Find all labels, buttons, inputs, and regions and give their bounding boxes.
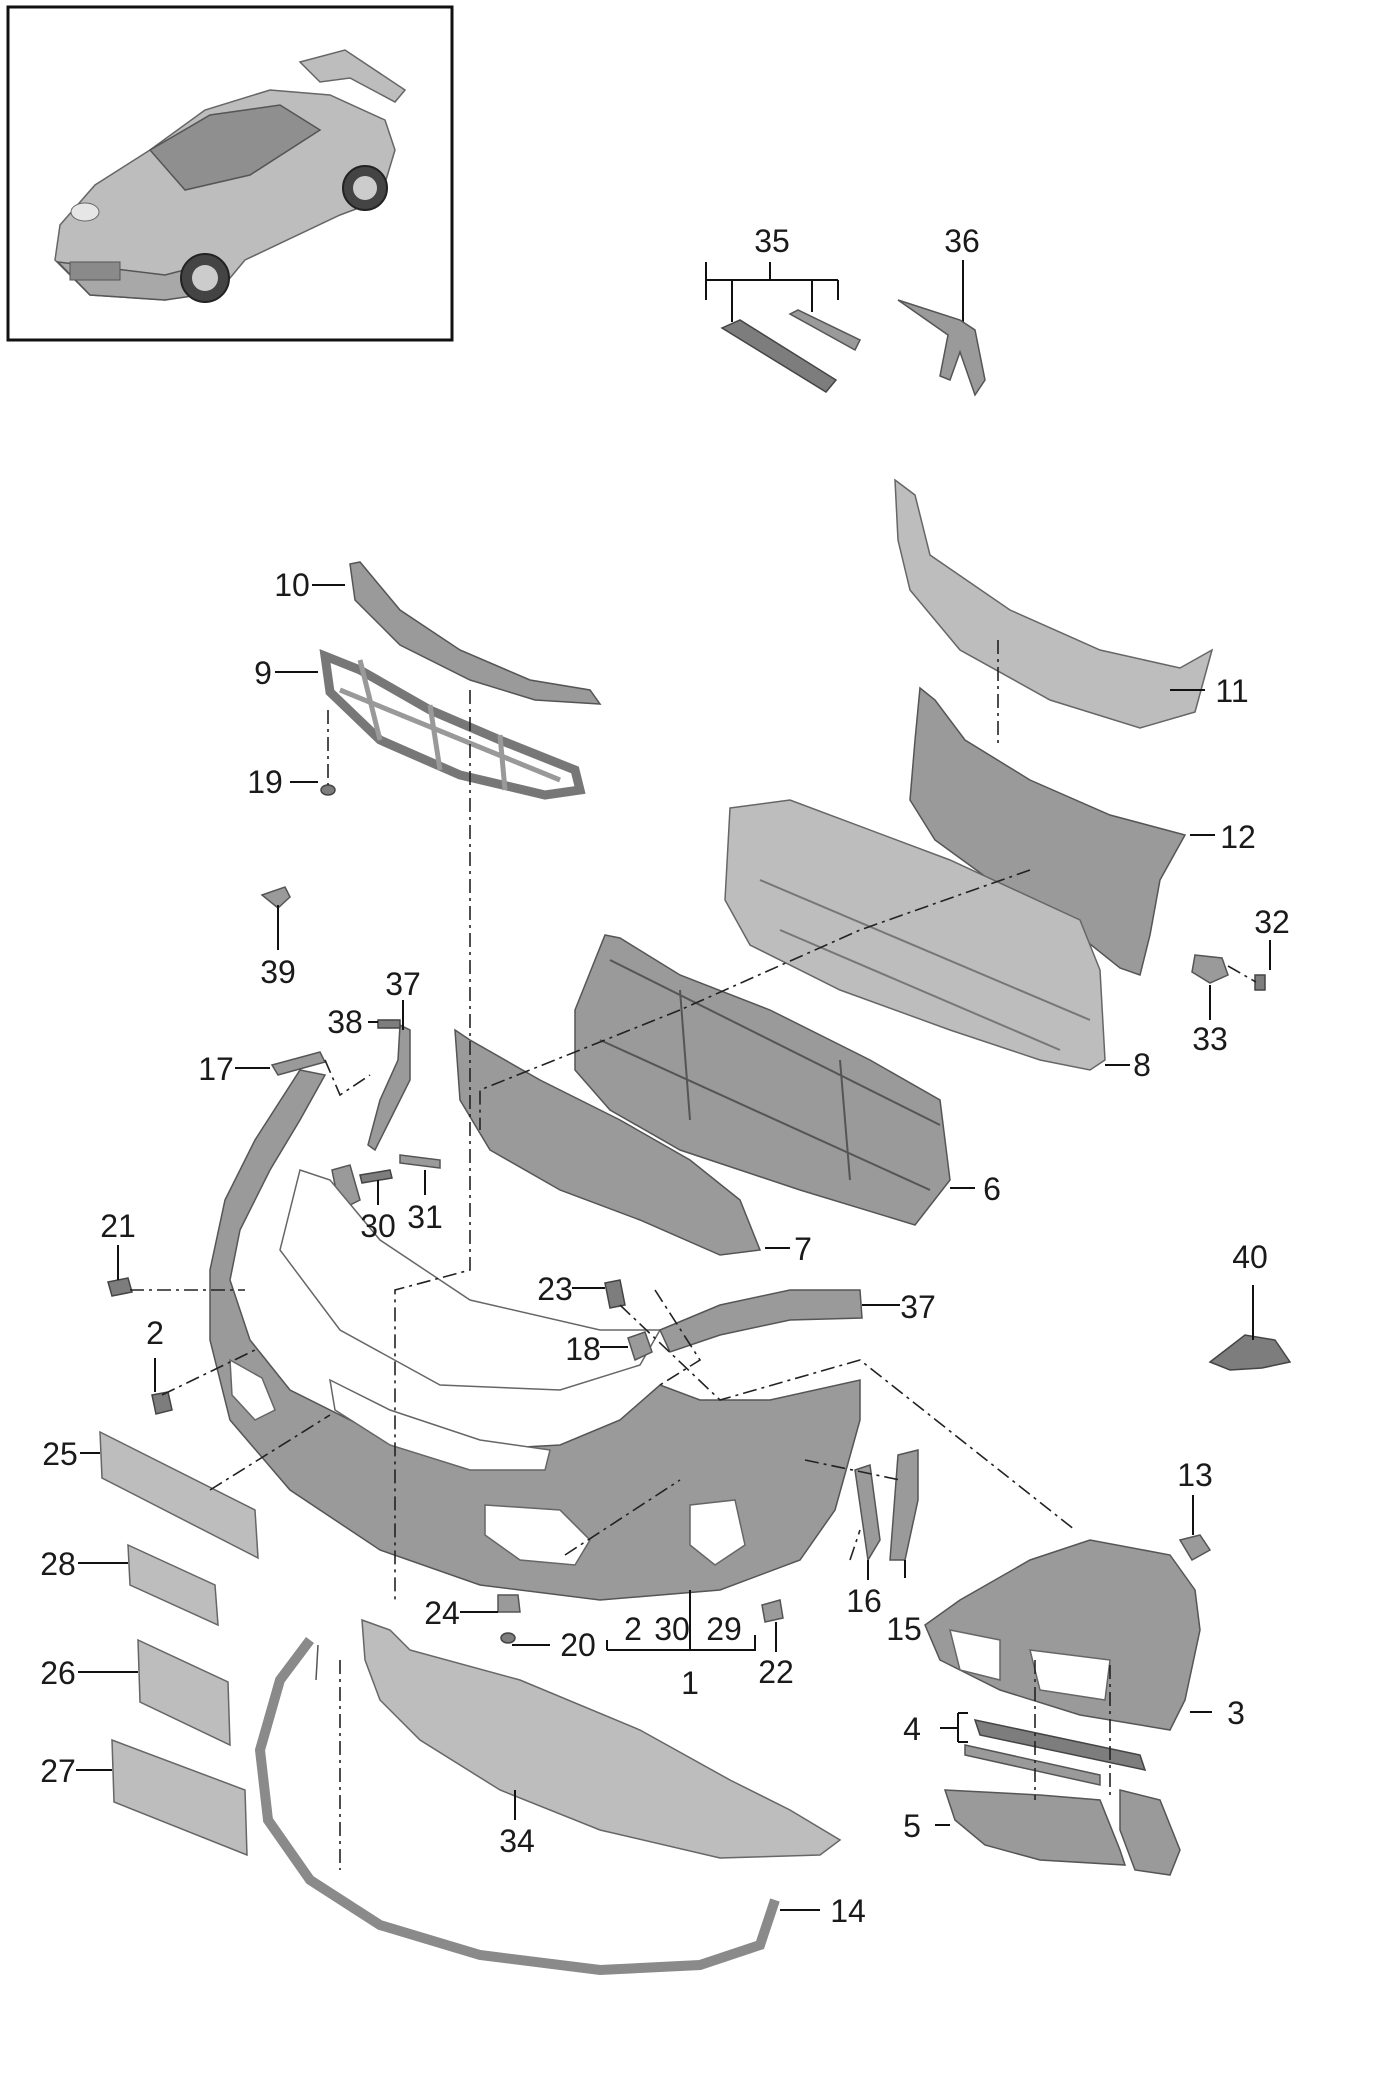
callout-22: 22 — [758, 1654, 794, 1690]
part-23-clip — [604, 1279, 626, 1309]
callout-27: 27 — [40, 1753, 76, 1789]
callout-labels: 35 36 10 11 9 12 19 32 39 33 37 38 8 17 … — [40, 223, 1290, 1929]
car-thumbnail — [6, 5, 454, 342]
tool-kit-35 — [705, 260, 986, 397]
callout-10: 10 — [274, 567, 310, 603]
callout-23: 23 — [537, 1271, 573, 1307]
part-15-strip — [889, 1449, 919, 1561]
callout-9: 9 — [254, 655, 272, 691]
callout-2-lower: 2 — [624, 1611, 642, 1647]
callout-30-upper: 30 — [360, 1208, 396, 1244]
callout-34: 34 — [499, 1823, 535, 1859]
callout-26: 26 — [40, 1655, 76, 1691]
part-4-trim-strips — [973, 1718, 1147, 1772]
part-37-bracket-side — [658, 1289, 863, 1353]
callout-3: 3 — [1227, 1695, 1245, 1731]
part-24-nut — [497, 1594, 521, 1613]
callout-12: 12 — [1220, 819, 1256, 855]
part-9-grille-frame — [319, 648, 586, 800]
part-11-upper-trim — [894, 478, 1214, 729]
part-2-plug — [151, 1391, 173, 1415]
callout-15: 15 — [886, 1611, 922, 1647]
callout-5: 5 — [903, 1808, 921, 1844]
callout-2: 2 — [146, 1315, 164, 1351]
callout-24: 24 — [424, 1595, 460, 1631]
callout-36: 36 — [944, 223, 980, 259]
callout-13: 13 — [1177, 1457, 1213, 1493]
part-33-sleeve — [1191, 954, 1229, 984]
callout-37-upper: 37 — [385, 966, 421, 1002]
part-28-plate-bracket — [127, 1543, 219, 1627]
part-12-support — [909, 686, 1187, 976]
callout-40: 40 — [1232, 1239, 1268, 1275]
part-21-clip — [107, 1277, 133, 1297]
callout-6: 6 — [983, 1171, 1001, 1207]
callout-1: 1 — [681, 1665, 699, 1701]
callout-29: 29 — [706, 1611, 742, 1647]
callout-11: 11 — [1215, 673, 1248, 709]
part-30-bolt — [359, 1169, 393, 1184]
callout-28: 28 — [40, 1546, 76, 1582]
part-37-bracket-upper — [367, 1023, 411, 1152]
callout-18: 18 — [565, 1331, 601, 1367]
part-27-plate-bracket — [111, 1738, 248, 1857]
callout-38: 38 — [327, 1004, 363, 1040]
callout-7: 7 — [794, 1231, 812, 1267]
leader-lines — [76, 584, 1271, 1911]
callout-31: 31 — [407, 1199, 443, 1235]
part-31-bolt — [399, 1154, 441, 1169]
part-14-front-lip — [254, 1637, 780, 1976]
part-26-plate-bracket — [137, 1638, 231, 1747]
car-thumbnail-image — [54, 49, 407, 303]
callout-37-side: 37 — [900, 1289, 936, 1325]
callout-32: 32 — [1254, 904, 1290, 940]
part-3-side-air-duct — [924, 1539, 1201, 1731]
callout-39: 39 — [260, 954, 296, 990]
part-25-plate-bracket — [99, 1430, 259, 1560]
part-19-clip — [320, 784, 336, 796]
part-39-pin — [260, 886, 291, 909]
callout-17: 17 — [198, 1051, 234, 1087]
part-8-air-guide — [724, 799, 1106, 1071]
part-10-grille-mesh — [349, 561, 602, 705]
part-16-strip — [854, 1464, 881, 1563]
part-38-screw — [377, 1019, 401, 1029]
part-1-front-bumper — [209, 1069, 861, 1601]
part-18-nut — [627, 1331, 653, 1362]
part-32-screw — [1254, 974, 1266, 991]
callout-14: 14 — [830, 1893, 866, 1929]
callout-30-lower: 30 — [654, 1611, 690, 1647]
callout-8: 8 — [1133, 1047, 1151, 1083]
assembly-centerlines — [130, 640, 1111, 1870]
callout-16: 16 — [846, 1583, 882, 1619]
part-7-lower-grille — [454, 1028, 762, 1256]
callout-25: 25 — [42, 1436, 78, 1472]
callout-35: 35 — [754, 223, 790, 259]
part-13-nut — [1178, 1534, 1212, 1562]
part-6-duct-frame — [574, 934, 951, 1226]
part-40-bracket — [1208, 1334, 1292, 1371]
part-34-underbody-panel — [361, 1618, 842, 1859]
part-22-clip — [761, 1599, 784, 1623]
callout-4: 4 — [903, 1711, 921, 1747]
callout-21: 21 — [100, 1208, 136, 1244]
callout-33: 33 — [1192, 1021, 1228, 1057]
callout-20: 20 — [560, 1627, 596, 1663]
callout-19: 19 — [247, 764, 283, 800]
part-20-screw — [500, 1632, 516, 1644]
part-5-side-grille — [943, 1789, 1127, 1866]
